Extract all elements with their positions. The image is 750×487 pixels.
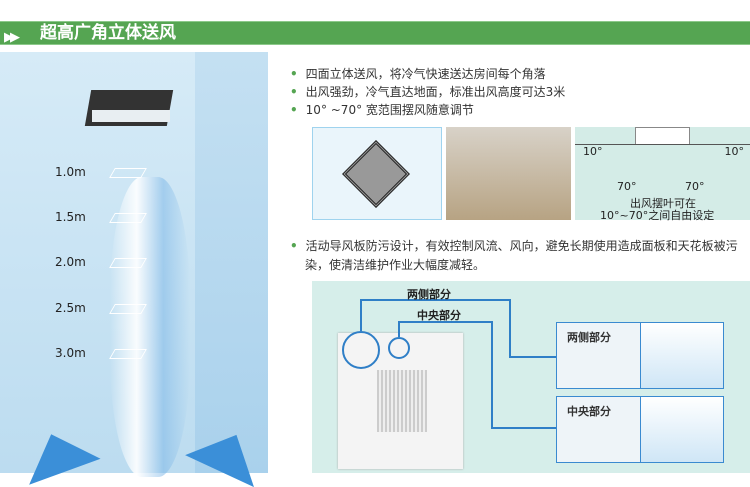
height-label: 1.0m <box>55 165 86 179</box>
sides-highlight-circle <box>342 331 380 369</box>
callout-label-sides: 两侧部分 <box>407 288 451 301</box>
ceiling-unit-panel <box>92 110 170 122</box>
section-header: ▶▶ 超高广角立体送风 <box>0 21 750 45</box>
feature-bullet: •四面立体送风，将冷气快速送达房间每个角落 <box>290 67 546 81</box>
section-title: 超高广角立体送风 <box>40 23 176 43</box>
angle-label: 10° <box>724 145 745 158</box>
cassette-grille <box>377 370 427 432</box>
center-highlight-circle <box>388 337 410 359</box>
airflow-arrow-left <box>15 421 101 485</box>
box-label: 中央部分 <box>567 405 611 418</box>
height-label: 1.5m <box>55 210 86 224</box>
callout-label-center: 中央部分 <box>417 309 461 322</box>
box-label: 两侧部分 <box>567 331 611 344</box>
feature-bullet: •出风强劲，冷气直达地面，标准出风高度可达3米 <box>290 85 566 99</box>
angle-diagram: 10° 10° 70° 70° 出风摆叶可在 10°~70°之间自由设定 <box>575 127 750 222</box>
angle-label: 70° <box>617 180 637 193</box>
sides-louver-box: 两侧部分 <box>556 322 724 389</box>
height-label: 2.5m <box>55 301 86 315</box>
angle-caption: 出风摆叶可在 <box>630 197 696 210</box>
center-louver-box: 中央部分 <box>556 396 724 463</box>
height-label: 2.0m <box>55 255 86 269</box>
angle-caption: 10°~70°之间自由设定 <box>600 209 715 222</box>
angle-label: 70° <box>685 180 705 193</box>
feature-bullet: •活动导风板防污设计，有效控制风流、风向，避免长期使用造成面板和天花板被污 <box>290 239 738 253</box>
height-label: 3.0m <box>55 346 86 360</box>
feature-bullet: •10° ~70° 宽范围摆风随意调节 <box>290 103 474 117</box>
double-arrow-icon: ▶▶ <box>4 30 20 45</box>
room-photo <box>446 127 571 220</box>
airflow-stream <box>110 177 190 477</box>
feature-bullet-continued: 染，使清洁维护作业大幅度减轻。 <box>305 258 486 272</box>
angle-label: 10° <box>583 145 603 158</box>
